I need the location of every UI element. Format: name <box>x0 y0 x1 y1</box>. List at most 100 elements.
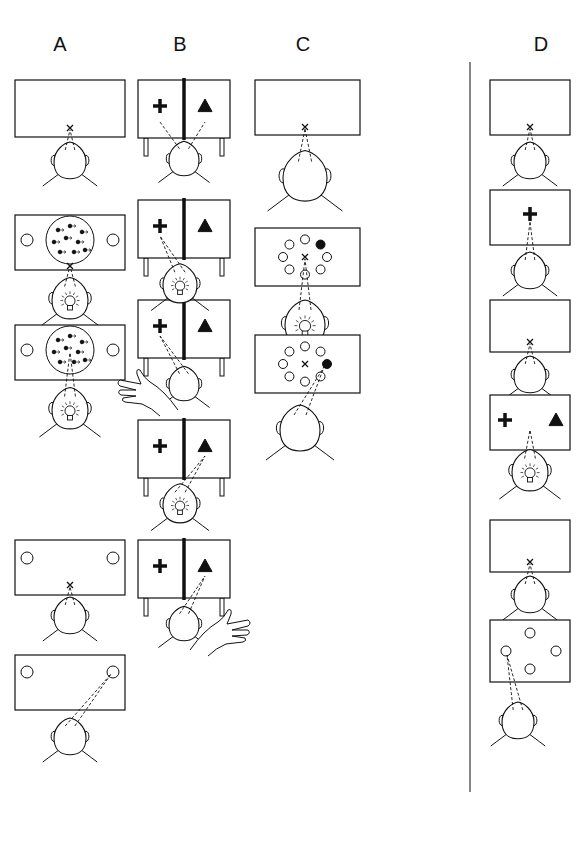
gaze-line <box>185 456 205 492</box>
head-outline <box>502 702 534 739</box>
triangle-stimulus <box>198 319 212 332</box>
gaze-line <box>525 430 530 459</box>
target-circle <box>21 234 33 246</box>
target-circle <box>285 347 294 356</box>
lightbulb-rays <box>294 315 315 330</box>
motion-arrows <box>54 335 91 364</box>
target-circle <box>46 216 94 264</box>
target-circle <box>279 253 288 262</box>
table-leg <box>144 598 148 616</box>
gaze-line <box>160 122 180 149</box>
gaze-line <box>65 352 70 397</box>
gaze-line <box>70 352 75 397</box>
target-circle <box>323 253 332 262</box>
target-circle <box>525 628 535 638</box>
gaze-line <box>306 367 324 415</box>
gaze-line <box>70 266 75 287</box>
gaze-line <box>189 576 206 614</box>
head-outline <box>283 151 327 202</box>
hand <box>190 610 250 657</box>
screen <box>490 620 570 682</box>
plus-stimulus <box>153 99 167 113</box>
panel-letter: A <box>53 34 66 54</box>
gaze-line <box>530 564 535 584</box>
table-leg <box>220 358 224 376</box>
panel-letter: B <box>173 34 186 54</box>
gaze-line <box>305 259 311 310</box>
target-circle <box>316 240 325 249</box>
gaze-line <box>530 222 535 260</box>
gaze-line <box>298 129 305 162</box>
head-outline <box>514 142 546 179</box>
head-outline <box>280 405 320 451</box>
target-circle <box>107 344 119 356</box>
gaze-line <box>507 655 523 710</box>
gaze-line <box>525 344 530 364</box>
target-circle <box>301 235 310 244</box>
lightbulb-rays <box>60 401 79 415</box>
target-circle <box>285 240 294 249</box>
target-circle <box>525 664 535 674</box>
target-circle <box>46 326 94 374</box>
lightbulb-base <box>527 477 532 482</box>
lightbulb <box>525 468 535 478</box>
head-outline <box>52 278 88 319</box>
divider-line <box>182 538 186 600</box>
screen <box>15 540 125 595</box>
motion-arrows <box>54 225 91 254</box>
head-outline <box>54 718 86 755</box>
plus-stimulus <box>153 319 167 333</box>
target-circle <box>279 360 288 369</box>
divider-line <box>182 198 186 260</box>
gaze-line <box>160 336 180 374</box>
table-leg <box>144 138 148 156</box>
lightbulb <box>65 406 75 416</box>
gaze-line <box>65 266 70 287</box>
target-circle <box>107 552 119 564</box>
plus-stimulus <box>153 559 167 573</box>
lightbulb-base <box>67 305 72 310</box>
plus-stimulus <box>523 207 537 221</box>
plus-stimulus <box>153 439 167 453</box>
target-circle <box>501 646 511 656</box>
triangle-stimulus <box>198 439 212 452</box>
target-circle <box>21 666 33 678</box>
screen <box>15 325 125 380</box>
gaze-line <box>299 259 305 310</box>
screen <box>255 335 360 393</box>
target-circle <box>21 552 33 564</box>
triangle-stimulus <box>549 413 563 426</box>
gaze-line <box>189 122 206 149</box>
screen <box>15 80 125 137</box>
head-outline <box>169 606 199 641</box>
head-outline <box>169 366 199 401</box>
target-circle <box>316 265 325 274</box>
divider-line <box>182 418 186 480</box>
gaze-line <box>160 236 185 272</box>
screen <box>15 215 125 270</box>
gaze-line <box>530 129 535 150</box>
table-leg <box>220 258 224 276</box>
head-outline <box>54 597 86 634</box>
target-circle <box>316 347 325 356</box>
gaze-line <box>70 130 75 150</box>
plus-stimulus <box>153 219 167 233</box>
gaze-line <box>160 336 189 374</box>
triangle-stimulus <box>198 219 212 232</box>
gaze-line <box>294 367 324 415</box>
head-outline <box>169 141 199 176</box>
lightbulb <box>175 501 185 511</box>
screen <box>255 80 360 135</box>
plus-stimulus <box>498 413 512 427</box>
gaze-line <box>525 222 530 260</box>
gaze-line <box>180 576 206 614</box>
lightbulb-rays <box>171 497 189 510</box>
triangle-stimulus <box>198 559 212 572</box>
gaze-line <box>65 674 111 726</box>
divider-line <box>182 298 186 360</box>
target-circle <box>21 344 33 356</box>
lightbulb <box>65 296 75 306</box>
gaze-line <box>530 430 535 459</box>
gaze-line <box>525 129 530 150</box>
gaze-line <box>65 130 70 150</box>
